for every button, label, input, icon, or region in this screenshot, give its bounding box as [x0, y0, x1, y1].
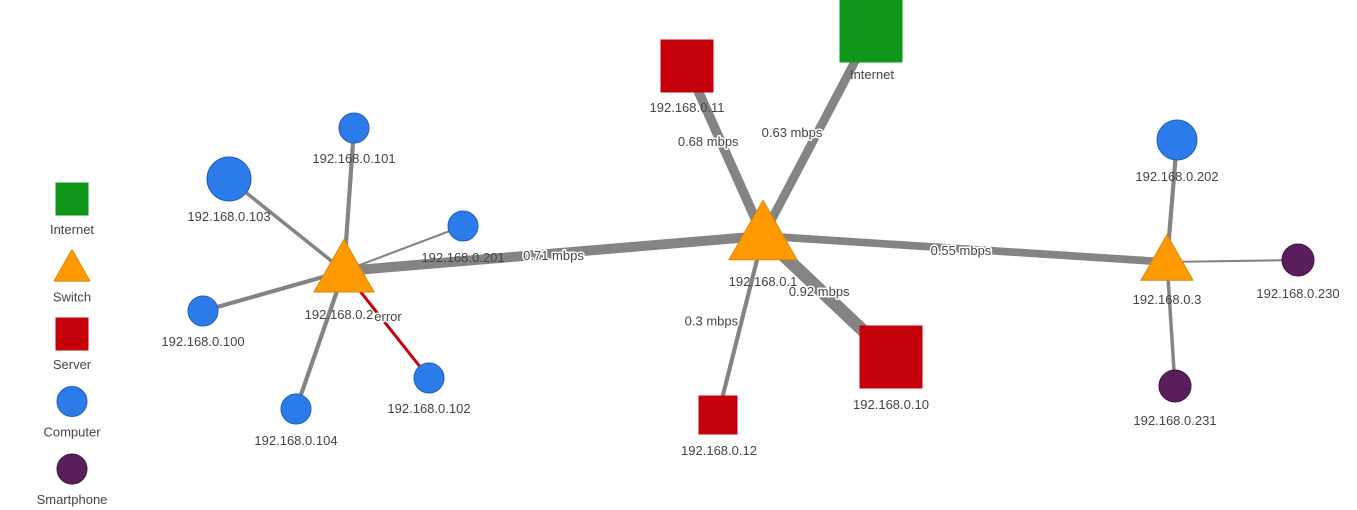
node-label: 192.168.0.103 [187, 209, 270, 224]
node-label: 192.168.0.231 [1133, 413, 1216, 428]
edge-sw3-ph231[interactable] [1165, 261, 1177, 387]
legend-label: Computer [43, 425, 101, 440]
edge-sw2-sw1[interactable] [343, 231, 764, 276]
edge-label-sw2-pc102: error [374, 309, 402, 324]
edge-sw2-pc104[interactable] [294, 270, 346, 410]
node-label: 192.168.0.202 [1135, 169, 1218, 184]
legend-item-internet: Internet [50, 182, 94, 237]
computer-icon [56, 386, 88, 417]
node-label: 192.168.0.2 [305, 307, 374, 322]
computer-node-icon[interactable] [280, 393, 312, 425]
node-ph231[interactable]: 192.168.0.231 [1133, 369, 1217, 428]
computer-node-icon[interactable] [447, 210, 479, 242]
smartphone-icon [56, 453, 88, 485]
computer-node-icon[interactable] [1156, 119, 1198, 161]
node-sw2[interactable]: 192.168.0.2 [305, 238, 375, 323]
node-label: 192.168.0.10 [853, 397, 929, 412]
node-pc104[interactable]: 192.168.0.104 [254, 393, 338, 448]
node-srv11[interactable]: 192.168.0.11 [650, 39, 725, 115]
edge-label-sw1-srv12: 0.3 mbps [685, 313, 739, 328]
edge-label-sw2-sw1: 0.71 mbps [523, 248, 584, 263]
node-label: 192.168.0.101 [312, 151, 395, 166]
node-inet[interactable]: Internet [839, 0, 903, 82]
node-label: 192.168.0.201 [421, 250, 504, 265]
edge-sw1-srv12[interactable] [715, 235, 766, 416]
edge-label-sw1-srv10: 0.92 mbps [789, 284, 850, 299]
legend-item-switch: Switch [53, 248, 91, 305]
server-node-icon[interactable] [859, 325, 923, 389]
edge-sw2-pc103[interactable] [227, 177, 346, 273]
node-sw3[interactable]: 192.168.0.3 [1133, 233, 1202, 307]
edge-label-sw1-sw3: 0.55 mbps [931, 243, 992, 258]
server-icon [55, 317, 89, 351]
edge-sw2-pc100[interactable] [202, 268, 345, 314]
edge-label-sw1-srv11: 0.68 mbps [678, 134, 739, 149]
computer-node-icon[interactable] [413, 362, 445, 394]
node-label: 192.168.0.100 [161, 334, 244, 349]
node-pc201[interactable]: 192.168.0.201 [421, 210, 505, 265]
node-label: 192.168.0.104 [254, 433, 337, 448]
switch-node-icon[interactable] [313, 238, 375, 293]
legend-item-server: Server [53, 317, 92, 372]
edge-sw3-ph230[interactable] [1166, 258, 1299, 264]
server-node-icon[interactable] [660, 39, 714, 93]
nodes-layer: 192.168.0.1 192.168.0.2 192.168.0.3 Interne… [161, 0, 1340, 458]
node-label: 192.168.0.1 [729, 274, 798, 289]
node-pc102[interactable]: 192.168.0.102 [387, 362, 471, 416]
edge-label-sw1-inet: 0.63 mbps [762, 125, 823, 140]
node-label: Internet [850, 67, 894, 82]
legend-label: Smartphone [37, 492, 108, 507]
internet-node-icon[interactable] [839, 0, 903, 63]
switch-icon [53, 248, 91, 282]
node-pc100[interactable]: 192.168.0.100 [161, 295, 245, 349]
node-pc103[interactable]: 192.168.0.103 [187, 156, 271, 224]
edge-sw1-inet[interactable] [759, 28, 875, 239]
edge-sw1-sw3[interactable] [762, 232, 1168, 266]
legend-label: Switch [53, 290, 91, 305]
legend-label: Internet [50, 222, 94, 237]
server-node-icon[interactable] [698, 395, 738, 435]
computer-node-icon[interactable] [206, 156, 252, 202]
computer-node-icon[interactable] [338, 112, 370, 144]
legend-item-smartphone: Smartphone [37, 453, 108, 507]
smartphone-node-icon[interactable] [1158, 369, 1192, 403]
node-pc202[interactable]: 192.168.0.202 [1135, 119, 1219, 184]
edge-sw1-srv11[interactable] [682, 64, 768, 238]
node-label: 192.168.0.11 [650, 100, 725, 115]
edge-sw2-pc201[interactable] [343, 225, 464, 272]
legend-label: Server [53, 357, 92, 372]
node-label: 192.168.0.3 [1133, 292, 1202, 307]
switch-node-icon[interactable] [1140, 233, 1194, 281]
internet-icon [55, 182, 89, 216]
legend-item-computer: Computer [43, 386, 101, 440]
node-srv12[interactable]: 192.168.0.12 [681, 395, 757, 458]
node-label: 192.168.0.102 [387, 401, 470, 416]
smartphone-node-icon[interactable] [1281, 243, 1315, 277]
switch-node-icon[interactable] [728, 199, 798, 261]
node-pc101[interactable]: 192.168.0.101 [312, 112, 396, 166]
node-sw1[interactable]: 192.168.0.1 [728, 199, 798, 289]
edge-labels-layer: 0.71 mbps 0.55 mbps 0.68 mbps 0.63 mbps 0.92… [373, 123, 994, 329]
node-ph230[interactable]: 192.168.0.230 [1256, 243, 1340, 301]
node-label: 192.168.0.12 [681, 443, 757, 458]
computer-node-icon[interactable] [187, 295, 219, 327]
node-srv10[interactable]: 192.168.0.10 [853, 325, 929, 412]
node-label: 192.168.0.230 [1256, 286, 1339, 301]
